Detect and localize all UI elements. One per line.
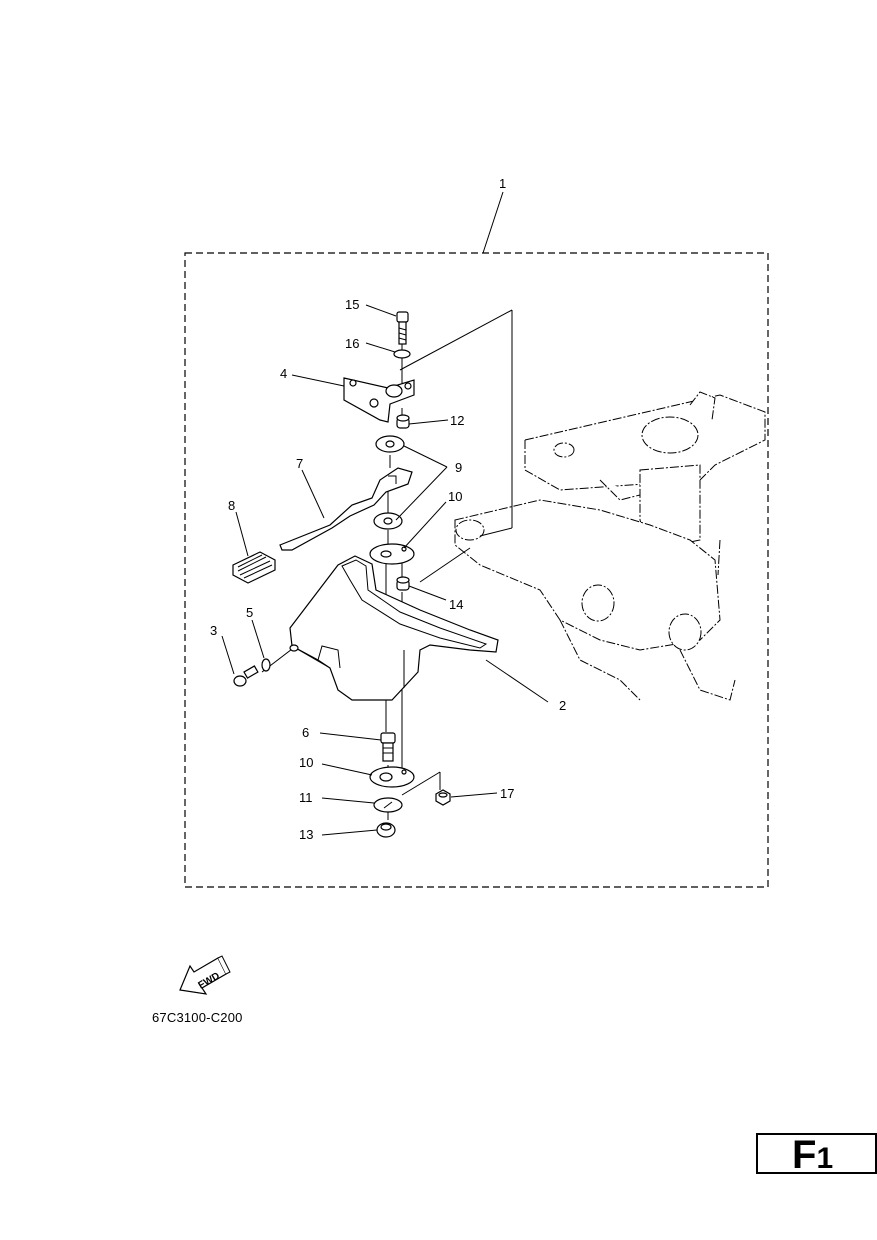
engine-housing-outline — [454, 391, 766, 701]
callout-7: 7 — [296, 456, 303, 471]
part-10-plate-upper — [369, 543, 415, 565]
page-label: F1 — [792, 1135, 833, 1179]
callout-9: 9 — [455, 460, 462, 475]
part-2-main-bracket — [289, 555, 499, 701]
callout-5: 5 — [246, 605, 253, 620]
part-6-pin — [380, 732, 396, 762]
fwd-arrow-icon: FWD — [179, 955, 231, 995]
callout-labels: 1 2 3 4 5 6 7 8 9 10 10 11 12 13 14 15 1… — [210, 176, 566, 842]
callout-16: 16 — [345, 336, 359, 351]
callout-10-upper: 10 — [448, 489, 462, 504]
page-label-number: 1 — [816, 1142, 834, 1175]
part-11-washer — [373, 797, 403, 813]
assembly-frame — [184, 252, 769, 888]
part-10-plate-lower — [369, 766, 415, 788]
callout-4: 4 — [280, 366, 287, 381]
callout-14: 14 — [449, 597, 463, 612]
callout-leaders — [221, 304, 549, 836]
part-8-grip — [232, 551, 276, 584]
part-13-nut — [376, 822, 396, 838]
part-5-washer — [261, 658, 271, 672]
callout-13: 13 — [299, 827, 313, 842]
part-4-bracket — [343, 377, 415, 423]
callout-12: 12 — [450, 413, 464, 428]
part-17-nut — [435, 789, 451, 806]
callout-11: 11 — [299, 790, 313, 805]
part-12-collar — [396, 414, 410, 429]
part-14-collar — [396, 576, 410, 591]
part-15-bolt — [396, 311, 409, 345]
callout-10-lower: 10 — [299, 755, 313, 770]
leader-1 — [482, 191, 504, 254]
diagram-code: 67C3100-C200 — [152, 1010, 243, 1025]
part-9-washer-lower — [373, 512, 403, 530]
part-16-washer — [393, 349, 411, 359]
callout-8: 8 — [228, 498, 235, 513]
callout-2: 2 — [559, 698, 566, 713]
callout-6: 6 — [302, 725, 309, 740]
part-9-washer-upper — [375, 435, 405, 453]
page-label-letter: F — [792, 1133, 817, 1177]
page-label-box: F1 — [756, 1133, 877, 1175]
callout-1: 1 — [499, 176, 506, 191]
callout-3: 3 — [210, 623, 217, 638]
callout-15: 15 — [345, 297, 359, 312]
callout-17: 17 — [500, 786, 514, 801]
part-3-bolt — [233, 665, 259, 687]
part-7-lever — [279, 467, 413, 551]
